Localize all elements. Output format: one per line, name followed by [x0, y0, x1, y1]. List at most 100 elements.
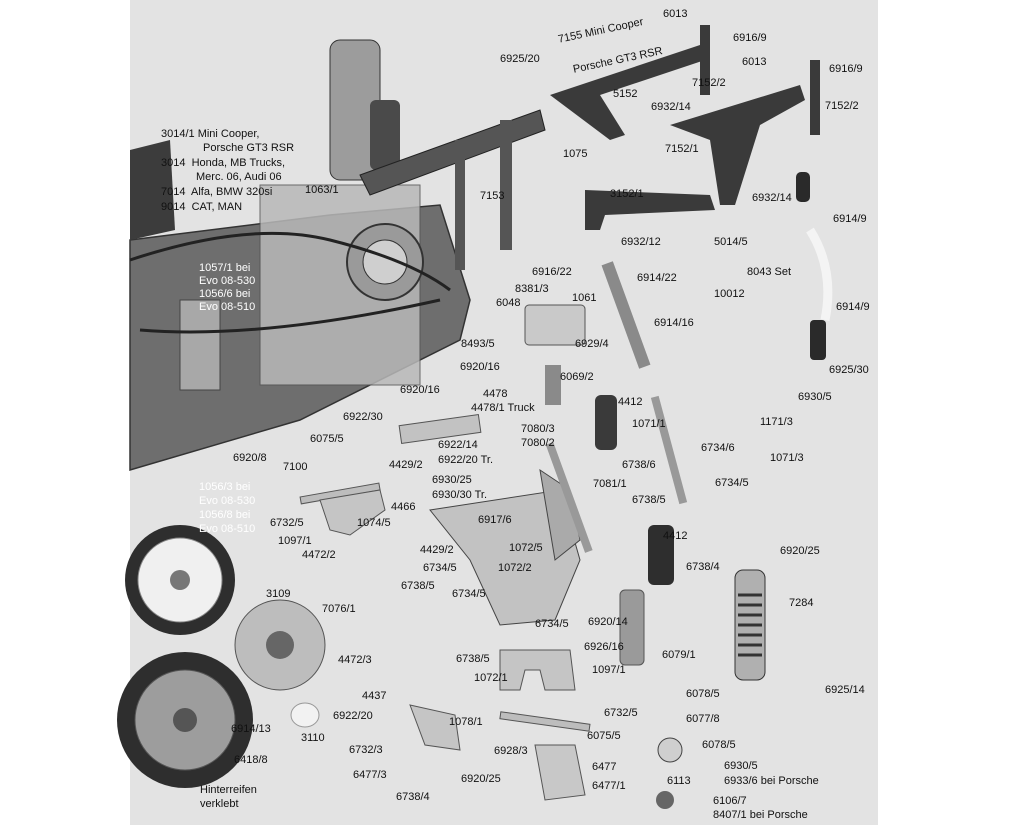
chassis-left-edge: [130, 140, 175, 240]
antenna-tube: [806, 227, 833, 321]
part-label-7152-2-a: 7152/2: [692, 77, 726, 89]
part-label-1056-3: 1056/3 bei Evo 08-530 1056/8 bei Evo 08-…: [199, 481, 256, 535]
part-label-6920-8: 6920/8: [233, 452, 267, 464]
part-label-6734-5-d: 6734/5: [535, 618, 569, 630]
part-label-8043-set: 8043 Set: [747, 266, 792, 278]
rear-shock-spring: [738, 593, 762, 657]
part-label-7081-1: 7081/1: [593, 478, 627, 490]
part-label-8407-1: 8407/1 bei Porsche: [713, 809, 808, 821]
wheel-nut-6106: [656, 791, 674, 809]
part-label-hinterreifen: Hinterreifen verklebt: [200, 784, 257, 810]
part-label-6077-8: 6077/8: [686, 713, 720, 725]
part-label-3014-1: 3014/1 Mini Cooper,: [161, 128, 260, 140]
part-label-1072-2: 1072/2: [498, 562, 532, 574]
part-label-6013-b: 6013: [742, 56, 767, 68]
part-label-3152-1: 3152/1: [610, 188, 644, 200]
part-label-7080-2: 7080/2: [521, 437, 555, 449]
bulkhead-4478: [398, 413, 482, 445]
tower-post-2: [500, 120, 512, 250]
bearing-6078: [657, 737, 683, 763]
part-label-6738-5-c: 6738/5: [456, 653, 490, 665]
part-label-6013: 6013: [663, 8, 688, 20]
part-label-6929-4: 6929/4: [575, 338, 609, 350]
brake-disc-hole: [266, 631, 294, 659]
part-label-1075: 1075: [563, 148, 588, 160]
part-label-6925-14: 6925/14: [825, 684, 865, 696]
part-label-3110: 3110: [301, 732, 325, 744]
part-label-6075-5-a: 6075/5: [310, 433, 344, 445]
part-label-6732-5-a: 6732/5: [270, 517, 304, 529]
part-label-3014: 3014 Honda, MB Trucks,: [161, 157, 286, 169]
part-label-6922-20-tr: 6922/20 Tr.: [438, 454, 494, 466]
part-label-6930-25: 6930/25: [432, 474, 472, 486]
part-label-1072-5: 1072/5: [509, 542, 543, 554]
part-label-4429-2-b: 4429/2: [420, 544, 454, 556]
body-mount-7152-2a: [550, 45, 705, 140]
part-label-7152-2-b: 7152/2: [825, 100, 859, 112]
part-label-3014-1-b: Porsche GT3 RSR: [203, 142, 295, 154]
part-label-6930-5-a: 6930/5: [798, 391, 832, 403]
body-post-b: [810, 60, 820, 135]
drive-shaft-1071: [650, 395, 688, 505]
part-label-6933-6: 6933/6 bei Porsche: [724, 775, 819, 787]
steering-block-1078: [409, 704, 461, 751]
part-label-6922-20: 6922/20: [333, 710, 373, 722]
part-label-6078-5-a: 6078/5: [686, 688, 720, 700]
part-label-6920-25-b: 6920/25: [461, 773, 501, 785]
part-label-6106-7: 6106/7: [713, 795, 747, 807]
part-label-6738-5-a: 6738/5: [632, 494, 666, 506]
part-label-6075-5-b: 6075/5: [587, 730, 621, 742]
part-label-1171-3: 1171/3: [760, 416, 793, 428]
fuel-line: [129, 231, 451, 292]
tower-post-1: [455, 140, 465, 270]
part-label-6914-16: 6914/16: [654, 317, 694, 329]
antenna-base: [810, 320, 826, 360]
chassis-slot: [179, 299, 221, 391]
part-label-4412-b: 4412: [663, 530, 688, 542]
part-label-6734-5-c: 6734/5: [452, 588, 486, 600]
body-post-a: [700, 25, 710, 95]
clutch-bell-inner: [362, 239, 408, 285]
fuel-line-2: [139, 298, 441, 334]
boot-4412a: [595, 395, 617, 450]
shock-cap-6069: [545, 365, 561, 405]
axle-6079: [619, 589, 645, 666]
part-label-1071-1: 1071/1: [632, 418, 666, 430]
cv-joint-1071-2: [601, 261, 651, 369]
part-label-7080-3: 7080/3: [521, 423, 555, 435]
hub-carrier-6477: [534, 744, 586, 801]
part-label-4472-2: 4472/2: [302, 549, 336, 561]
part-label-6925-30: 6925/30: [829, 364, 869, 376]
part-label-6738-5-b: 6738/5: [401, 580, 435, 592]
part-label-5152: 5152: [613, 88, 638, 100]
part-label-7284: 7284: [789, 597, 814, 609]
part-label-6914-13: 6914/13: [231, 723, 271, 735]
part-label-6920-14: 6920/14: [588, 616, 628, 628]
part-label-6732-5-b: 6732/5: [604, 707, 638, 719]
part-label-6078-5-b: 6078/5: [702, 739, 736, 751]
part-label-1063-1: 1063/1: [305, 184, 339, 196]
part-label-3109: 3109: [266, 588, 291, 600]
pillow-1061: [524, 304, 586, 346]
body-mount-3152: [585, 190, 715, 230]
part-label-7014: 7014 Alfa, BMW 320si: [161, 186, 273, 198]
part-label-8381-3: 8381/3: [515, 283, 549, 295]
part-label-7152-1: 7152/1: [665, 143, 699, 155]
part-label-6922-30: 6922/30: [343, 411, 383, 423]
wheel-2-hub: [173, 708, 197, 732]
part-label-7153: 7153: [480, 190, 505, 202]
part-label-1074-5: 1074/5: [357, 517, 391, 529]
part-label-4478-1-truck: 4478/1 Truck: [471, 402, 535, 414]
part-label-5014-5: 5014/5: [714, 236, 748, 248]
part-label-6418-8: 6418/8: [234, 754, 268, 766]
part-label-8493-5: 8493/5: [461, 338, 495, 350]
part-label-6922-14: 6922/14: [438, 439, 478, 451]
part-label-6930-5-b: 6930/5: [724, 760, 758, 772]
part-label-4412-a: 4412: [618, 396, 643, 408]
shock-tower: [359, 109, 546, 196]
part-label-6914-9-a: 6914/9: [833, 213, 867, 225]
part-label-1097-1-b: 1097/1: [592, 664, 626, 676]
part-label-1057-1: 1057/1 bei Evo 08-530 1056/6 bei Evo 08-…: [199, 262, 256, 313]
front-spring: [370, 100, 400, 170]
part-label-6925-20: 6925/20: [500, 53, 540, 65]
